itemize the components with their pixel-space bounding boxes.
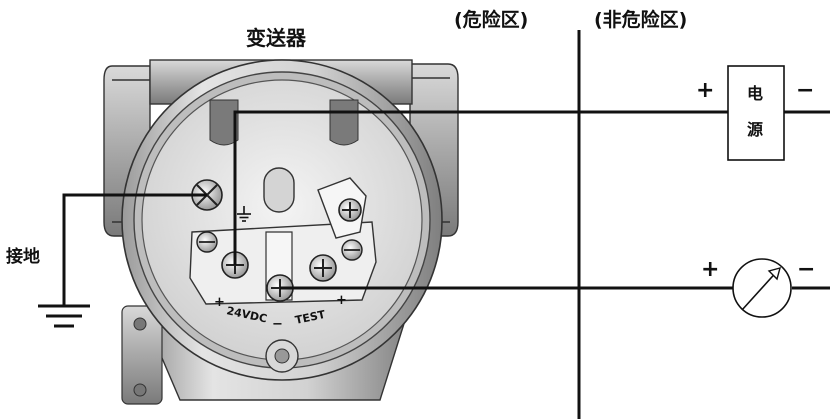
ground-label: 接地 [6,246,40,267]
terminal-plus-mark: + [214,295,225,310]
meter-plus: + [701,257,719,282]
terminal-screw-test [309,254,337,282]
meter-icon [732,258,792,318]
power-supply-plus: + [696,78,714,103]
transmitter-title: 变送器 [246,26,307,50]
non-hazardous-zone-label: (非危险区) [594,8,687,31]
earth-mark-icon [237,206,251,222]
power-supply: 电 源 [727,65,785,161]
terminal-test-plus-mark: + [336,293,347,308]
ground-wire [62,193,207,306]
meter-minus: − [797,257,815,282]
aux-screw-right [341,239,363,261]
power-supply-label-line2: 源 [747,120,763,139]
ground-icon [38,304,90,328]
hazardous-zone-label: (危险区) [454,8,528,31]
aux-screw-left [196,231,218,253]
power-supply-label-line1: 电 [747,84,763,103]
power-supply-minus: − [796,78,814,103]
terminal-test-label: TEST [294,308,327,327]
terminal-minus-mark: − [272,317,283,332]
supply-wire [233,110,728,265]
terminal-screw-test-upper [338,198,362,222]
